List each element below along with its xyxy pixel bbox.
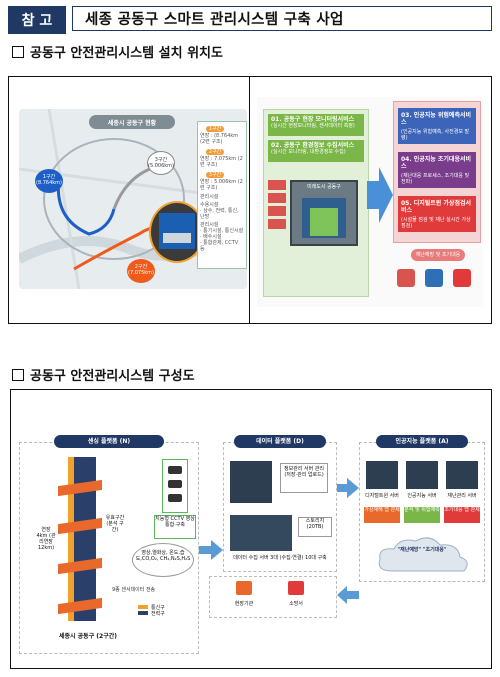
agency-label: 현장기관	[234, 601, 254, 607]
section1-heading: 공동구 안전관리시스템 설치 위치도	[12, 42, 223, 61]
disaster-server: 재난관리 서버	[447, 493, 477, 499]
page-title: 세종 공동구 스마트 관리시스템 구축 사업	[72, 6, 492, 31]
storage-box: 스토리지 (20TB)	[298, 517, 332, 537]
info-drainage: · 배수시설	[200, 234, 222, 240]
checkbox-icon	[12, 368, 24, 381]
valid-section-label: 유효구간 (분석 구간)	[105, 515, 125, 533]
management-server-box: 정보관리 서버 관리 (저장·관리 업로드)	[280, 463, 328, 493]
fire-station-label: 소방서	[289, 601, 303, 607]
server-icon	[446, 461, 478, 489]
label-virtual: 가상재해 앱 관제	[364, 507, 400, 523]
zone1-length: (8.764km)	[36, 180, 62, 186]
tunnel-label: 미래도시 공동구	[307, 184, 341, 190]
info-zone1-len: 연장 : (8.764km (2련 구조)	[200, 133, 239, 145]
zone3-label: 3구간	[154, 157, 168, 163]
doc-header: 참 고 세종 공동구 스마트 관리시스템 구축 사업	[8, 6, 492, 34]
fire-station-icon	[288, 581, 304, 595]
info-ventilation: · 통기시설, 통신시설	[200, 228, 244, 234]
info-zone2-len: 연장 : 7.075km (2련 구조)	[200, 156, 243, 168]
sensor-stack	[268, 180, 286, 240]
cctv-label: 지능형 CCTV 영상 통합·구축	[154, 515, 196, 539]
legend-swatch-power	[138, 611, 148, 615]
arrow-right-icon	[199, 540, 223, 560]
police-icon	[425, 269, 443, 287]
flow-arrow-icon	[367, 167, 393, 223]
info-zone3: 3구간	[206, 172, 224, 178]
tunnel-illustration: 미래도시 공동구	[290, 180, 358, 246]
zone3-length: (5.006km)	[148, 163, 174, 169]
checkbox-icon	[12, 45, 24, 58]
info-utilities: · 상수, 전력, 통신, 난방	[200, 208, 239, 220]
collection-server-label: 데이터 수집 서버 3대 (수집·연결) 10대 구축	[233, 555, 327, 561]
prevention-badge: 재난예방 및 조기대응	[411, 249, 465, 261]
legend-swatch-comm	[138, 605, 148, 609]
agency-icon	[397, 269, 415, 287]
zone1-label: 1구간	[42, 174, 56, 180]
ai-services-box: 03. 인공지능 위험예측서비스 (인공지능 위험예측, 사전경보 발령) 04…	[393, 101, 481, 243]
cloud-icon	[378, 537, 468, 572]
info-facility: 관리시설	[200, 194, 219, 200]
services-panel: 01. 공동구 현장 모니터링서비스 (실시간 현장모니터링, 센서데이터 측정…	[257, 97, 483, 307]
cloud-label: "재난예방" "조기대응"	[397, 547, 447, 553]
info-control: · 통합관제, CCTV 등	[200, 240, 239, 252]
arrow-left-icon	[337, 586, 359, 604]
zone3-marker: 3구간 (5.006km)	[147, 151, 175, 175]
zone1-marker: 1구간 (8.764km)	[35, 169, 63, 193]
section1-title: 공동구 안전관리시스템 설치 위치도	[30, 46, 223, 61]
sensing-footer: 세종시 공동구 (2구간)	[59, 633, 117, 640]
zone2-marker: 2구간 (7.075km)	[127, 259, 155, 283]
service-04: 04. 인공지능 조기대응서비스 (재난대응 프로세스, 조기대응 및 전파)	[398, 152, 476, 188]
legend-comm: 통신구	[151, 605, 165, 611]
info-accommodation: 수용시설	[200, 202, 219, 208]
cctv-box	[162, 459, 188, 513]
legend: 통신구 전력구	[138, 605, 198, 617]
sensing-title: 센싱 플랫폼 (N)	[54, 435, 164, 448]
service-03: 03. 인공지능 위험예측서비스 (인공지능 위험예측, 사전경보 발령)	[398, 108, 476, 144]
architecture-figure: 센싱 플랫폼 (N) 연장 4km (관리연장 12km) 유효구간 (분석 구…	[10, 389, 492, 669]
zone2-label: 2구간	[134, 264, 148, 270]
label-analysis: 분석 및 위험예측	[404, 507, 440, 523]
service-05: 05. 디지털트윈 가상점검서비스 (시설물 점검 및 재난 실시간 가상 점검…	[398, 196, 476, 232]
server-icon	[406, 461, 438, 489]
info-zone2: 2구간	[206, 149, 224, 155]
location-figure: 세종시 공동구 현황 1구간 (8.764km) 3구간 (5.006km) 2…	[8, 76, 492, 324]
sensor-note: 9종 센서데이터 전송	[112, 587, 156, 593]
ai-server: 인공지능 서버	[407, 493, 437, 499]
figure-divider	[249, 77, 251, 323]
agency-icon	[236, 581, 252, 595]
sensing-platform: 센싱 플랫폼 (N) 연장 4km (관리연장 12km) 유효구간 (분석 구…	[19, 435, 199, 654]
service-02: 02. 공동구 환경정보 수집서비스 (실시간 모니터링, 내환경정보 수집)	[268, 140, 364, 162]
tunnel-inset	[149, 201, 205, 263]
info-zone1: 1구간	[206, 126, 224, 132]
server-icon	[366, 461, 398, 489]
field-services-box: 01. 공동구 현장 모니터링서비스 (실시간 현장모니터링, 센서데이터 측정…	[263, 109, 369, 297]
ai-title: 인공지능 플랫폼 (A)	[376, 435, 468, 448]
section2-heading: 공동구 안전관리시스템 구성도	[12, 365, 195, 384]
ai-platform: 인공지능 플랫폼 (A) 디지털트윈 서버 인공지능 서버 재난관리 서버 가상…	[359, 435, 485, 582]
info-zone3-len: 연장 : 5.006km (2련 구조)	[200, 179, 243, 191]
info-management: 관리시설	[200, 222, 219, 228]
digital-twin-server: 디지털트윈 서버	[365, 493, 399, 499]
map-info-panel: 1구간 연장 : (8.764km (2련 구조) 2구간 연장 : 7.075…	[197, 121, 247, 269]
server-rack-icon	[230, 461, 272, 503]
service-01: 01. 공동구 현장 모니터링서비스 (실시간 현장모니터링, 센서데이터 측정…	[268, 114, 364, 136]
zone2-length: (7.075km)	[128, 270, 154, 276]
section2-title: 공동구 안전관리시스템 구성도	[30, 369, 195, 384]
data-title: 데이터 플랫폼 (D)	[234, 435, 326, 448]
fire-truck-icon	[453, 269, 471, 287]
legend-power: 전력구	[151, 611, 165, 617]
storage-icon	[230, 515, 292, 551]
arrow-right-icon	[337, 478, 359, 498]
length-label: 연장 4km (관리연장 12km)	[36, 527, 56, 551]
sensor-bubble: 영상,열화상, 온도,습도,CO,O₂, CH₄,N₂S,H₂S	[132, 543, 194, 577]
data-platform: 데이터 플랫폼 (D) 정보관리 서버 관리 (저장·관리 업로드) 스토리지 …	[223, 435, 337, 572]
reference-tag: 참 고	[8, 6, 66, 34]
response-agencies: 현장기관 소방서	[209, 576, 337, 618]
label-response: 조기대응 앱 관제	[444, 507, 480, 523]
map-title: 세종시 공동구 현황	[89, 115, 175, 129]
